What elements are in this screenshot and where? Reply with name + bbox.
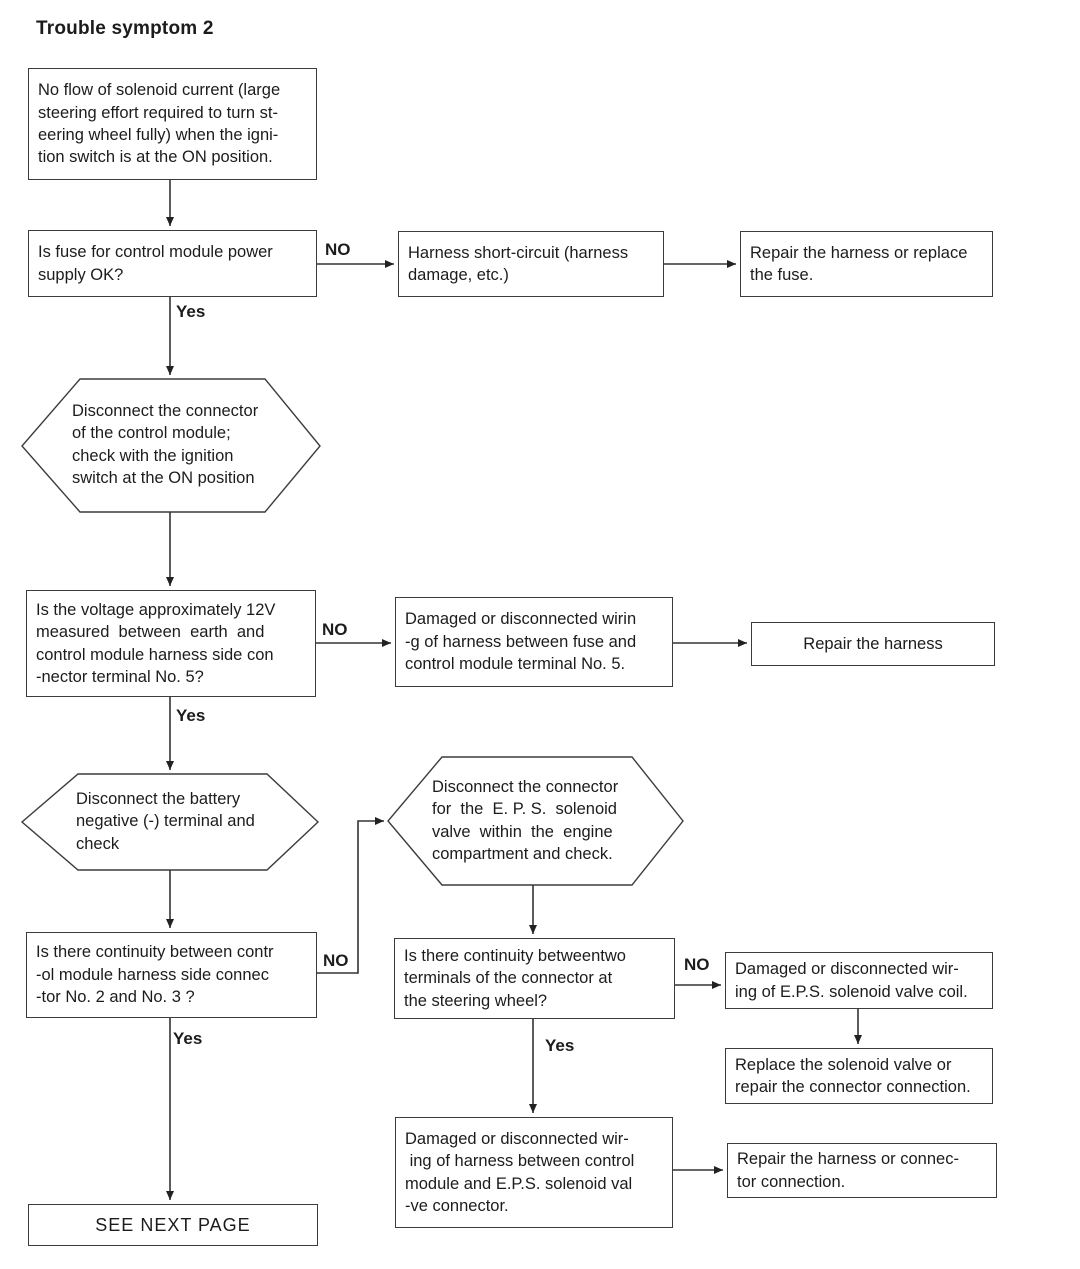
label-no-voltage: NO xyxy=(322,620,348,639)
label-no-continuity-module: NO xyxy=(323,951,349,970)
hexagon-eps-shape xyxy=(387,756,684,886)
node-symptom: No flow of solenoid current (large steer… xyxy=(28,68,317,180)
label-no-fuse: NO xyxy=(325,240,351,259)
label-yes-continuity-module: Yes xyxy=(173,1029,203,1048)
node-repair-harness: Repair the harness xyxy=(751,622,995,666)
node-harness-control-eps: Damaged or disconnected wir- ing of harn… xyxy=(395,1117,673,1228)
node-coil-damaged: Damaged or disconnected wir- ing of E.P.… xyxy=(725,952,993,1009)
hexagon-battery-shape xyxy=(20,773,320,871)
node-continuity-steering-question: Is there continuity betweentwo terminals… xyxy=(394,938,675,1019)
hexagon-control-module-text: Disconnect the connector of the control … xyxy=(72,402,259,488)
node-see-next-page: SEE NEXT PAGE xyxy=(28,1204,318,1246)
node-voltage-question: Is the voltage approximately 12V measure… xyxy=(26,590,316,697)
label-yes-continuity-steering: Yes xyxy=(545,1036,575,1055)
node-repair-harness-connector: Repair the harness or connec- tor connec… xyxy=(727,1143,997,1198)
hexagon-battery-text: Disconnect the battery negative (-) term… xyxy=(76,790,255,853)
node-fuse-question: Is fuse for control module power supply … xyxy=(28,230,317,297)
node-repair-harness-or-fuse: Repair the harness or replace the fuse. xyxy=(740,231,993,297)
label-no-continuity-steering: NO xyxy=(684,955,710,974)
label-yes-voltage: Yes xyxy=(176,706,206,725)
hexagon-eps-text: Disconnect the connector for the E. P. S… xyxy=(432,778,619,864)
hexagon-control-module-shape xyxy=(21,378,321,513)
page-title: Trouble symptom 2 xyxy=(36,18,214,39)
node-replace-solenoid: Replace the solenoid valve or repair the… xyxy=(725,1048,993,1104)
node-harness-short-circuit: Harness short-circuit (harness damage, e… xyxy=(398,231,664,297)
label-yes-fuse: Yes xyxy=(176,302,206,321)
node-damaged-wiring-fuse: Damaged or disconnected wirin -g of harn… xyxy=(395,597,673,687)
node-continuity-module-question: Is there continuity between contr -ol mo… xyxy=(26,932,317,1018)
